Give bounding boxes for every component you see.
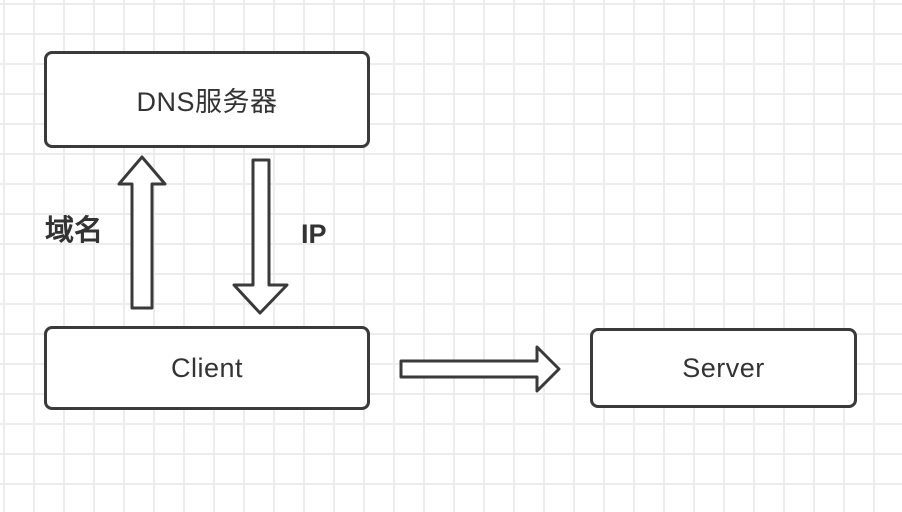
node-server: Server [590,328,857,408]
arrow-up-icon [117,155,167,310]
node-client: Client [44,326,370,410]
arrow-right-icon [399,345,561,393]
node-server-label: Server [682,352,765,383]
arrow-down-icon [232,158,289,315]
node-dns-server-label: DNS服务器 [136,87,278,117]
node-dns-server: DNS服务器 [44,51,370,148]
node-client-label: Client [170,352,244,383]
edge-label-ip: IP [301,219,327,249]
edge-label-domain: 域名 [45,215,104,247]
